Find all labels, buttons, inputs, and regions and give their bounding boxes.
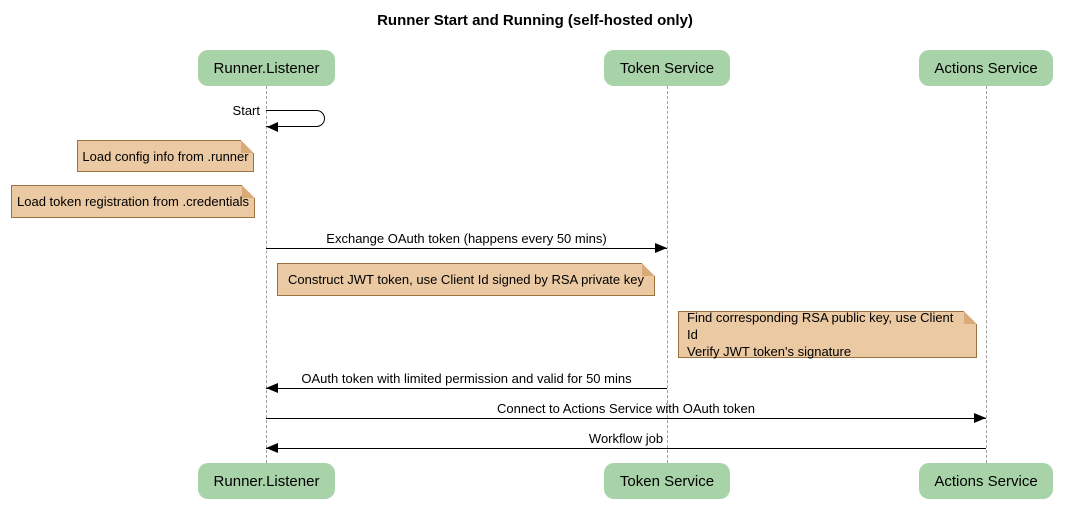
arrowhead-left-icon bbox=[266, 443, 278, 453]
note-load-config: Load config info from .runner bbox=[77, 140, 254, 172]
note-text: Construct JWT token, use Client Id signe… bbox=[288, 272, 644, 287]
arrowhead-right-icon bbox=[655, 243, 667, 253]
note-fold-corner-icon bbox=[242, 185, 255, 198]
participant-top-runner-listener: Runner.Listener bbox=[198, 50, 335, 86]
participant-label: Actions Service bbox=[934, 59, 1038, 77]
arrowhead-left-icon bbox=[267, 122, 278, 132]
lifeline-runner-listener bbox=[266, 86, 267, 463]
message-label: Connect to Actions Service with OAuth to… bbox=[497, 401, 755, 416]
message-line bbox=[266, 383, 667, 393]
message-line bbox=[266, 413, 986, 423]
message-start-label: Start bbox=[232, 103, 260, 118]
participant-label: Token Service bbox=[619, 59, 715, 77]
note-fold-corner-icon bbox=[964, 311, 977, 324]
message-start-self-loop bbox=[266, 110, 325, 127]
message-label: Workflow job bbox=[588, 431, 664, 446]
arrowhead-right-icon bbox=[974, 413, 986, 423]
participant-bottom-runner-listener: Runner.Listener bbox=[198, 463, 335, 499]
participant-label: Runner.Listener bbox=[213, 59, 320, 77]
note-load-token-registration: Load token registration from .credential… bbox=[11, 185, 255, 218]
note-construct-jwt: Construct JWT token, use Client Id signe… bbox=[277, 263, 655, 296]
lifeline-actions-service bbox=[986, 86, 987, 463]
note-text: Find corresponding RSA public key, use C… bbox=[687, 310, 954, 359]
message-line bbox=[266, 243, 667, 253]
message-label: OAuth token with limited permission and … bbox=[301, 371, 632, 386]
note-fold-corner-icon bbox=[241, 140, 254, 153]
participant-label: Actions Service bbox=[934, 472, 1038, 490]
participant-label: Token Service bbox=[619, 472, 715, 490]
note-verify-jwt: Find corresponding RSA public key, use C… bbox=[678, 310, 977, 359]
message-label: Exchange OAuth token (happens every 50 m… bbox=[326, 231, 607, 246]
diagram-title: Runner Start and Running (self-hosted on… bbox=[377, 12, 693, 29]
participant-bottom-token-service: Token Service bbox=[604, 463, 730, 499]
note-text: Load config info from .runner bbox=[82, 148, 249, 164]
message-line bbox=[266, 443, 986, 453]
participant-bottom-actions-service: Actions Service bbox=[919, 463, 1053, 499]
message-connect-actions-service: Connect to Actions Service with OAuth to… bbox=[266, 401, 986, 423]
participant-top-actions-service: Actions Service bbox=[919, 50, 1053, 86]
note-text: Load token registration from .credential… bbox=[17, 194, 249, 209]
arrowhead-left-icon bbox=[266, 383, 278, 393]
lifeline-token-service bbox=[667, 86, 668, 463]
message-workflow-job: Workflow job bbox=[266, 431, 986, 453]
message-exchange-oauth-token: Exchange OAuth token (happens every 50 m… bbox=[266, 231, 667, 253]
participant-label: Runner.Listener bbox=[213, 472, 320, 490]
message-oauth-token-limited: OAuth token with limited permission and … bbox=[266, 371, 667, 393]
note-fold-corner-icon bbox=[642, 263, 655, 276]
participant-top-token-service: Token Service bbox=[604, 50, 730, 86]
